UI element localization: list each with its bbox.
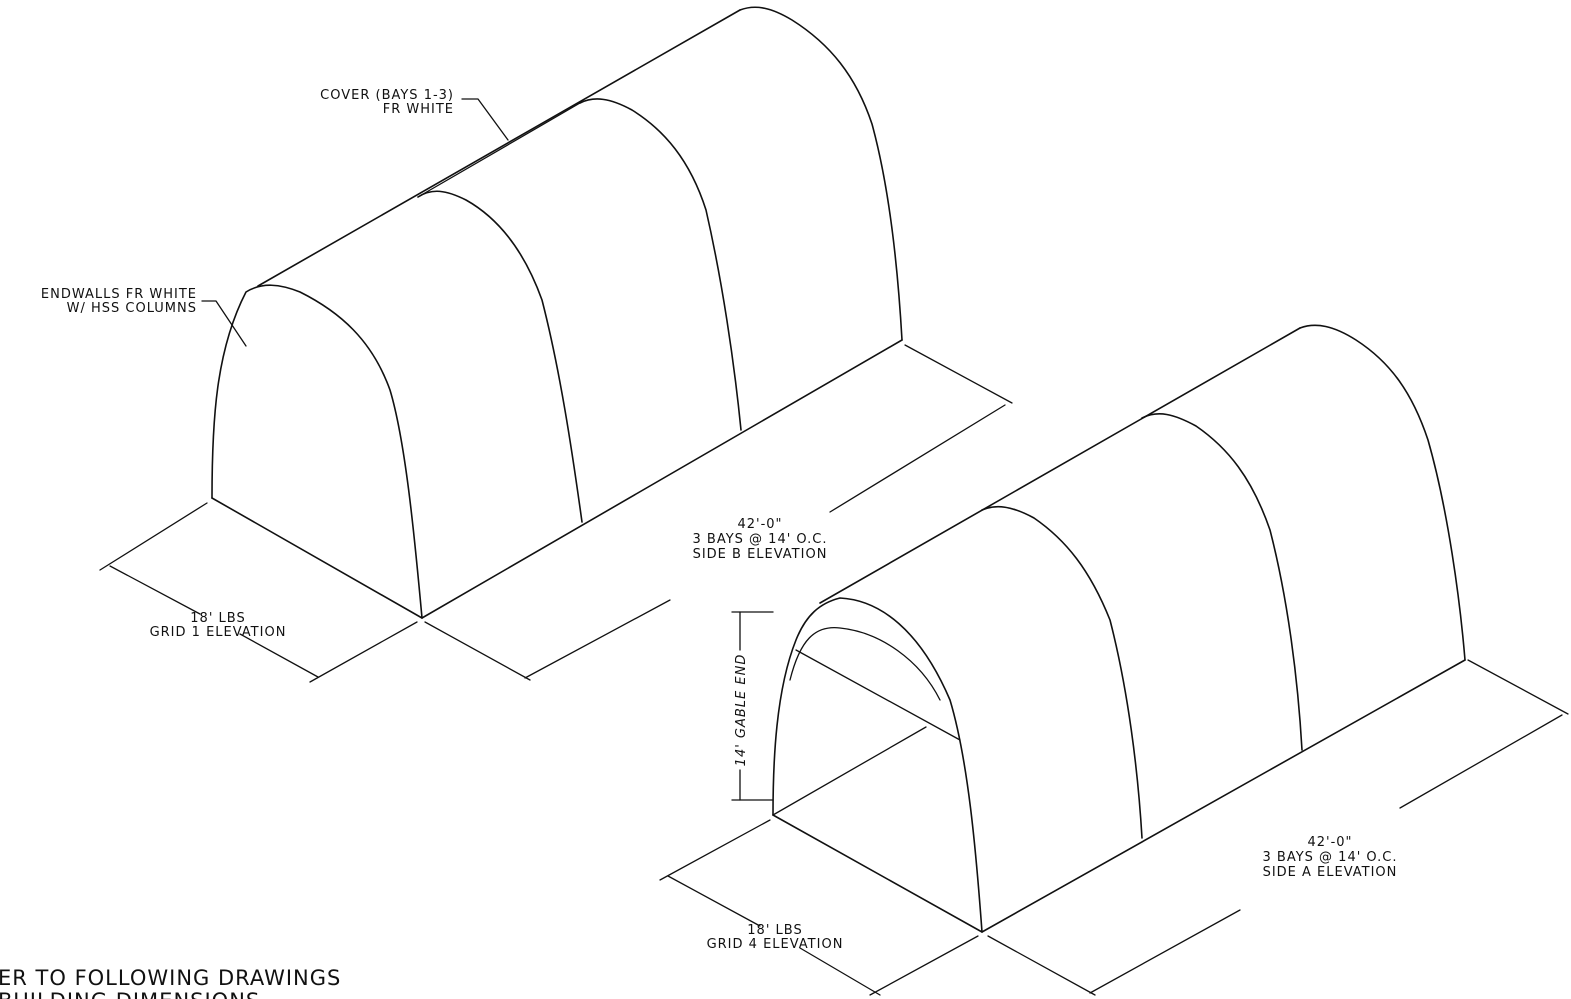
- label-sideb-3: SIDE B ELEVATION: [693, 547, 828, 562]
- dimensions-right: [659, 611, 1569, 996]
- dim-sideb-end: [904, 344, 1013, 404]
- rear-arch-right: [1299, 324, 1466, 661]
- note-line-2: BUILDING DIMENSIONS: [0, 989, 260, 999]
- label-sideb-1: 42'-0": [737, 517, 782, 532]
- dim-grid4-diag-2: [799, 947, 881, 996]
- endwall-arch-grid4: [772, 597, 983, 933]
- label-grid1-1: 18' LBS: [190, 611, 245, 626]
- label-grid1-2: GRID 1 ELEVATION: [150, 625, 287, 640]
- opening-floor-edge: [772, 726, 927, 816]
- dim-sidea-diag: [1089, 909, 1241, 994]
- leaders: [201, 98, 509, 347]
- rear-arch-left: [739, 6, 903, 341]
- label-grid4-1: 18' LBS: [747, 923, 802, 938]
- dim-grid4-diag: [667, 875, 761, 927]
- bay-arch-2-left: [579, 98, 742, 431]
- dim-grid1-diag: [109, 565, 201, 615]
- opening-arch-inner: [789, 626, 941, 701]
- base-edge-left: [211, 497, 423, 619]
- ridge-line-left: [257, 9, 741, 287]
- note-line-1: ER TO FOLLOWING DRAWINGS: [0, 966, 341, 990]
- bay-arch-1-left: [417, 190, 583, 523]
- label-sidea-3: SIDE A ELEVATION: [1263, 865, 1398, 880]
- label-gable-end: 14' GABLE END: [734, 654, 749, 767]
- dimensions-left: [99, 344, 1013, 683]
- label-endwalls-2: W/ HSS COLUMNS: [67, 301, 197, 316]
- label-cover-1: COVER (BAYS 1-3): [320, 88, 454, 103]
- label-sideb-2: 3 BAYS @ 14' O.C.: [693, 532, 828, 547]
- dim-grid4-end: [869, 935, 979, 996]
- dim-sidea-diag-2: [1399, 714, 1563, 809]
- dim-sideb-diag-2: [829, 404, 1006, 513]
- base-line-right: [981, 659, 1466, 933]
- dim-grid1-diag-2: [239, 633, 319, 678]
- label-endwalls-1: ENDWALLS FR WHITE: [41, 287, 197, 302]
- label-grid4-2: GRID 4 ELEVATION: [707, 937, 844, 952]
- leader-endwalls: [201, 300, 247, 347]
- ridge-line-right: [819, 327, 1301, 604]
- dim-sidea-line: [987, 935, 1096, 996]
- structure-grid4-side-a: [772, 324, 1466, 933]
- dim-grid4-line: [659, 819, 771, 881]
- base-line-left: [421, 339, 903, 619]
- labels: COVER (BAYS 1-3) FR WHITE ENDWALLS FR WH…: [0, 88, 1398, 999]
- base-edge-right: [772, 814, 983, 933]
- label-sidea-2: 3 BAYS @ 14' O.C.: [1263, 850, 1398, 865]
- dim-sideb-line: [424, 621, 531, 681]
- dim-grid1-line: [99, 502, 208, 571]
- dim-sidea-end: [1467, 659, 1569, 715]
- dim-sideb-diag: [524, 599, 671, 679]
- structure-grid1-side-b: [211, 6, 903, 619]
- leader-cover: [461, 98, 509, 141]
- label-cover-2: FR WHITE: [383, 102, 454, 117]
- dim-grid1-line-2: [309, 621, 418, 683]
- bay-arch-1-right: [981, 505, 1143, 839]
- label-sidea-1: 42'-0": [1307, 835, 1352, 850]
- cover-line-a: [417, 102, 581, 198]
- opening-top-edge: [795, 649, 961, 741]
- bay-arch-2-right: [1141, 413, 1303, 751]
- endwall-arch-grid1: [211, 284, 423, 619]
